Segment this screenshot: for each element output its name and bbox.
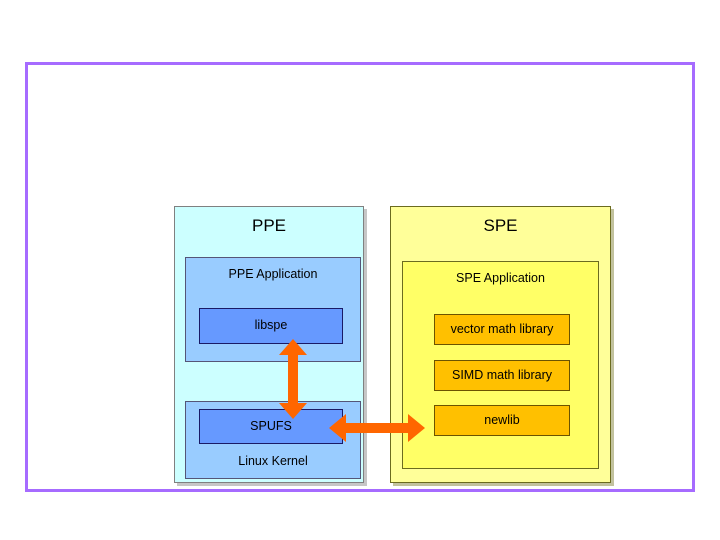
- ppe-application-title: PPE Application: [228, 267, 318, 281]
- vector-math-library-label: vector math library: [450, 321, 554, 336]
- vector-math-library-module[interactable]: vector math library: [434, 314, 570, 345]
- spe-title: SPE: [483, 216, 518, 235]
- libspe-label: libspe: [254, 318, 288, 333]
- linux-kernel-title: Linux Kernel: [238, 454, 308, 469]
- newlib-label: newlib: [484, 412, 520, 427]
- ppe-title: PPE: [251, 216, 287, 235]
- spufs-spe-application-arrow-icon: [329, 414, 425, 442]
- libspe-spufs-arrow-icon: [279, 339, 307, 419]
- slide-frame: PPE PPE Application libspe Linux Kernel …: [25, 62, 695, 492]
- spufs-label: SPUFS: [250, 418, 292, 433]
- simd-math-library-label: SIMD math library: [451, 367, 553, 382]
- simd-math-library-module[interactable]: SIMD math library: [434, 360, 570, 391]
- newlib-module[interactable]: newlib: [434, 405, 570, 436]
- libspe-module[interactable]: libspe: [199, 308, 343, 344]
- spe-application-title: SPE Application: [456, 271, 545, 285]
- spufs-module[interactable]: SPUFS: [199, 409, 343, 444]
